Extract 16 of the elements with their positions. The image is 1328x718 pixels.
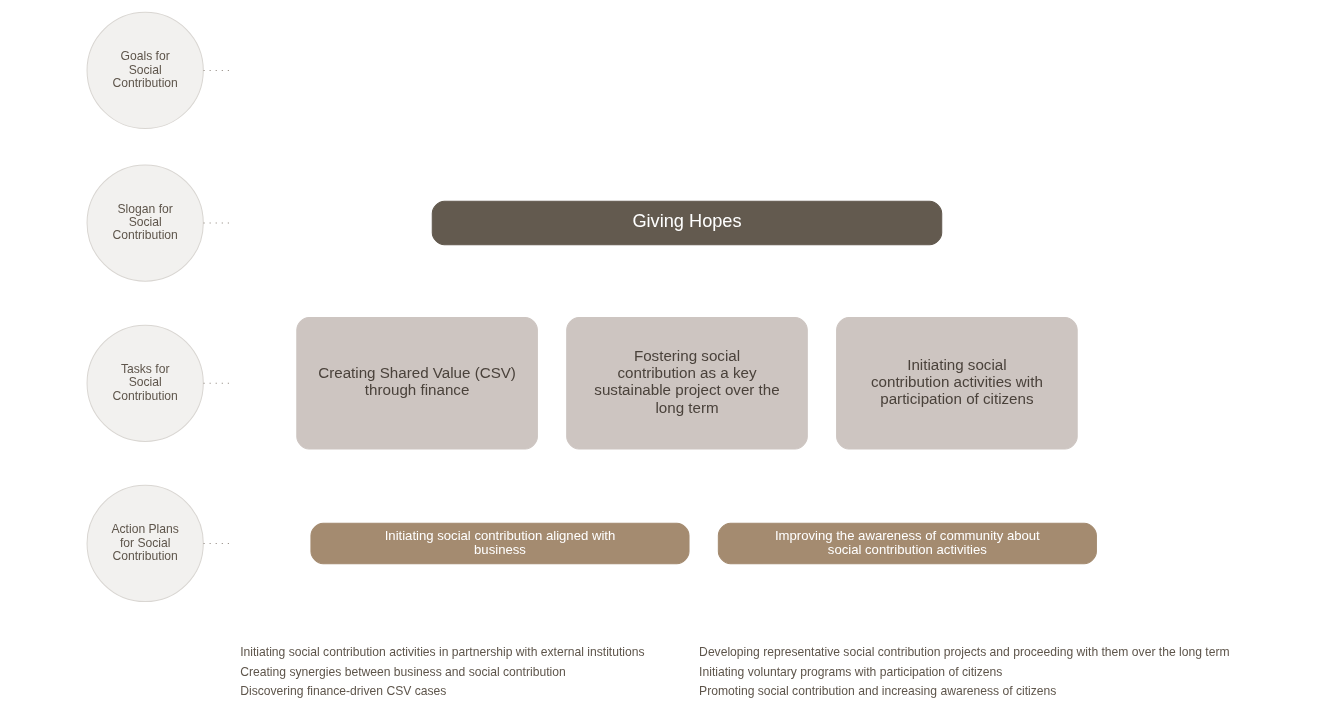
node-circle: Action Plans for Social Contribution (86, 484, 204, 603)
node-label: Promoting social contribution and increasing awareness of citizens (699, 683, 1057, 698)
node-label: Creating synergies between business and social contribution (240, 664, 566, 679)
node-box: Improving the awareness of community about social contribution activities (717, 522, 1097, 565)
node-circle: Tasks for Social Contribution (86, 324, 204, 442)
node-label: Discovering finance-driven CSV cases (240, 683, 447, 698)
node-box: Initiating social contribution activities with participation of citizens (836, 317, 1078, 450)
node-label: Initiating voluntary programs with participation of citizens (699, 664, 1003, 679)
node-box: Giving Hopes (431, 200, 943, 246)
node-box: Creating Shared Value (CSV) through finance (296, 317, 538, 450)
node-box: Fostering social contribution as a key sustainable project over the long term (566, 317, 808, 450)
node-circle: Slogan for Social Contribution (86, 164, 204, 282)
node-box: Initiating social contribution aligned with business (310, 522, 690, 565)
node-circle: Goals for Social Contribution (86, 11, 204, 130)
node-label: Initiating social contribution activities in partnership with external institutions (240, 645, 645, 660)
node-label: Developing representative social contribution projects and proceeding with them over the long term (699, 645, 1230, 660)
